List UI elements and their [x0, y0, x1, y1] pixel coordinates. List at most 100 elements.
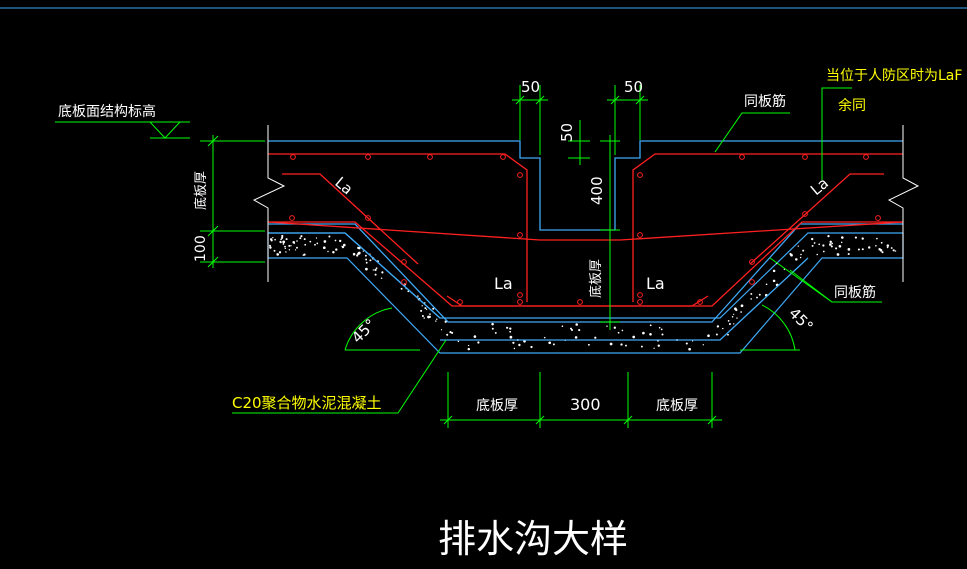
concrete-speckle [657, 344, 660, 347]
concrete-speckle [339, 239, 342, 243]
concrete-speckle [702, 344, 704, 346]
concrete-speckle [829, 243, 832, 246]
concrete-speckle [274, 238, 276, 241]
concrete-speckle [421, 314, 424, 318]
slab-thickness-label-left: 底板厚 [193, 171, 209, 210]
concrete-speckle [756, 296, 758, 299]
concrete-speckle [811, 244, 814, 247]
rebar-section-dot [637, 172, 643, 178]
concrete-speckle [552, 343, 555, 346]
concrete-speckle [886, 246, 889, 249]
concrete-speckle [278, 251, 282, 254]
concrete-speckle [429, 313, 431, 315]
concrete-speckle [880, 241, 883, 244]
concrete-speckle [830, 245, 833, 248]
concrete-speckle [276, 253, 280, 256]
rebar-section-dot [749, 279, 755, 285]
concrete-speckle [314, 243, 316, 246]
concrete-speckle [881, 251, 884, 254]
concrete-speckle [381, 271, 384, 274]
concrete-speckle [609, 342, 613, 346]
concrete-speckle [315, 237, 318, 239]
concrete-speckle [292, 241, 295, 244]
rebar-section-dot [517, 299, 523, 305]
concrete-speckle [728, 323, 731, 325]
concrete-speckle [303, 238, 306, 241]
concrete-speckle [282, 243, 285, 245]
concrete-speckle [491, 322, 494, 326]
concrete-speckle [372, 269, 374, 271]
concrete-speckle [740, 304, 744, 308]
concrete-speckle [420, 309, 423, 312]
concrete-speckle [269, 246, 272, 249]
concrete-speckle [734, 307, 737, 311]
center-slab-thickness-label: 底板厚 [588, 259, 604, 298]
concrete-speckle [425, 308, 428, 311]
concrete-speckle [288, 249, 291, 251]
concrete-speckle [435, 320, 437, 322]
concrete-speckle [838, 244, 842, 248]
drawing-title: 排水沟大样 [438, 517, 628, 561]
concrete-speckle [795, 258, 798, 261]
civil-defense-note-line2: 余同 [838, 97, 866, 114]
concrete-speckle [688, 347, 691, 351]
slab-outline [268, 140, 903, 323]
rebar-section-dot [697, 299, 703, 305]
concrete-speckle [606, 325, 608, 327]
concrete-speckle [847, 252, 850, 256]
concrete-speckle [365, 258, 368, 261]
bottom-blue-line [440, 257, 809, 341]
la-left-top-label: La [331, 173, 356, 198]
rebar-section-dot [401, 279, 407, 285]
concrete-speckle [831, 242, 834, 245]
concrete-speckle [273, 249, 276, 252]
concrete-speckle [548, 341, 552, 345]
concrete-speckle [451, 331, 454, 334]
concrete-speckle [323, 240, 327, 243]
concrete-speckle [731, 316, 734, 318]
concrete-speckle [423, 317, 425, 319]
concrete-speckle [440, 329, 443, 331]
concrete-speckle [816, 253, 818, 256]
concrete-speckle [642, 331, 645, 335]
concrete-speckle [561, 325, 564, 327]
rebar-section-dot [637, 232, 643, 238]
concrete-speckle [750, 298, 752, 300]
concrete-speckle [518, 343, 521, 347]
concrete-speckle [457, 340, 460, 343]
concrete-note-label: C20聚合物水泥混凝土 [232, 394, 382, 412]
concrete-speckle [444, 320, 447, 323]
concrete-speckle [303, 253, 306, 256]
concrete-speckle [530, 345, 533, 349]
concrete-speckle [375, 267, 378, 270]
concrete-speckle [632, 335, 636, 339]
civil-defense-note-line1: 当位于人防区时为LaF [826, 68, 962, 84]
concrete-speckle [797, 245, 799, 247]
concrete-speckle [284, 247, 286, 250]
concrete-speckle [822, 244, 825, 247]
concrete-speckle [847, 248, 851, 251]
concrete-speckle [649, 324, 652, 327]
concrete-speckle [509, 335, 513, 339]
concrete-speckle [424, 307, 427, 310]
concrete-speckle [890, 247, 893, 249]
concrete-speckle [269, 244, 271, 247]
concrete-speckle [570, 328, 574, 332]
concrete-speckle [309, 240, 312, 243]
same-as-slab-rebar-right-label: 同板筋 [834, 284, 876, 301]
la-right-bottom-label: La [646, 274, 665, 293]
rebar-lines [267, 153, 904, 307]
concrete-speckle [296, 246, 298, 249]
concrete-speckle [613, 326, 616, 329]
rebar-section-dot [401, 259, 407, 265]
concrete-speckle [284, 245, 286, 248]
rebar-section-dot [517, 232, 523, 238]
concrete-speckle [477, 341, 480, 344]
concrete-speckle [733, 313, 735, 316]
concrete-speckle [578, 329, 581, 332]
concrete-speckle [575, 323, 578, 326]
angle-left-label: 45° [348, 315, 380, 347]
concrete-speckle [876, 237, 878, 240]
concrete-speckle [894, 250, 897, 252]
